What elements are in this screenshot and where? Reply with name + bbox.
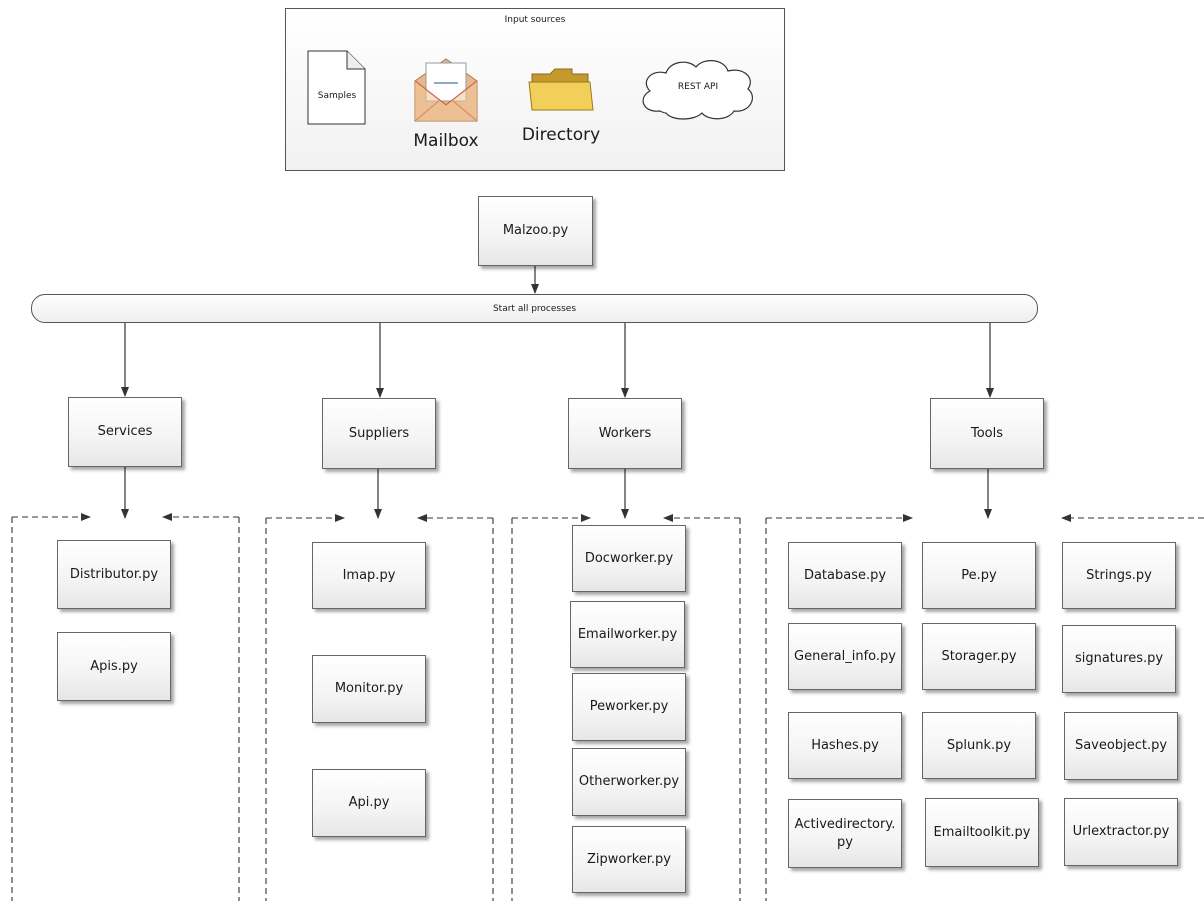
zipworker-node: Zipworker.py bbox=[572, 826, 686, 893]
activedirectory-node: Activedirectory. py bbox=[788, 799, 902, 868]
pe-node: Pe.py bbox=[922, 542, 1036, 609]
apis-node: Apis.py bbox=[57, 632, 171, 701]
workers-node: Workers bbox=[568, 398, 682, 469]
strings-node: Strings.py bbox=[1062, 542, 1176, 609]
monitor-node: Monitor.py bbox=[312, 655, 426, 723]
urlextractor-node: Urlextractor.py bbox=[1064, 798, 1178, 866]
saveobject-node: Saveobject.py bbox=[1064, 712, 1178, 780]
docworker-node: Docworker.py bbox=[572, 525, 686, 592]
folder-icon bbox=[528, 68, 594, 111]
splunk-node: Splunk.py bbox=[922, 712, 1036, 779]
samples-label: Samples bbox=[317, 91, 357, 101]
mailbox-label: Mailbox bbox=[413, 131, 479, 151]
hashes-node: Hashes.py bbox=[788, 712, 902, 779]
cloud-icon bbox=[642, 60, 753, 120]
document-icon bbox=[307, 50, 366, 125]
signatures-node: signatures.py bbox=[1062, 625, 1176, 693]
api-node: Api.py bbox=[312, 769, 426, 837]
imap-node: Imap.py bbox=[312, 542, 426, 609]
emailworker-node: Emailworker.py bbox=[570, 601, 685, 668]
rest-api-label: REST API bbox=[677, 82, 719, 92]
tools-node: Tools bbox=[930, 398, 1044, 469]
malzoo-node: Malzoo.py bbox=[478, 196, 593, 266]
otherworker-node: Otherworker.py bbox=[572, 748, 686, 816]
distributor-node: Distributor.py bbox=[57, 540, 171, 609]
input-sources-title: Input sources bbox=[504, 15, 566, 25]
envelope-icon bbox=[414, 58, 478, 122]
storager-node: Storager.py bbox=[922, 623, 1036, 690]
suppliers-node: Suppliers bbox=[322, 398, 436, 469]
directory-label: Directory bbox=[521, 125, 601, 145]
peworker-node: Peworker.py bbox=[572, 673, 686, 741]
database-node: Database.py bbox=[788, 542, 902, 609]
services-node: Services bbox=[68, 397, 182, 467]
start-all-processes-bar: Start all processes bbox=[31, 294, 1038, 323]
emailtoolkit-node: Emailtoolkit.py bbox=[925, 798, 1039, 867]
general-info-node: General_info.py bbox=[788, 623, 902, 690]
